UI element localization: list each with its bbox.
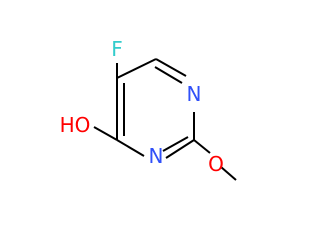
molecule-structure: F HO N N O: [60, 37, 237, 181]
nitrogen-atom-label-bottom: N: [149, 144, 164, 168]
fluorine-atom-label: F: [111, 37, 123, 61]
bond-c2-n3-inner: [162, 136, 189, 152]
bond-c2-o: [193, 139, 211, 154]
methoxy-oxygen-label: O: [208, 152, 224, 176]
nitrogen-atom-label-top: N: [187, 82, 202, 106]
bond-n3-c4: [116, 139, 145, 157]
hydroxyl-group-label: HO: [60, 113, 91, 137]
bond-o-ch3: [220, 166, 237, 181]
bond-c6-n1: [155, 58, 187, 77]
bond-c6-n1-inner: [154, 66, 183, 84]
bond-c4-o: [93, 126, 118, 141]
bond-c5-c6: [116, 58, 157, 79]
bond-c2-n3: [165, 139, 195, 159]
